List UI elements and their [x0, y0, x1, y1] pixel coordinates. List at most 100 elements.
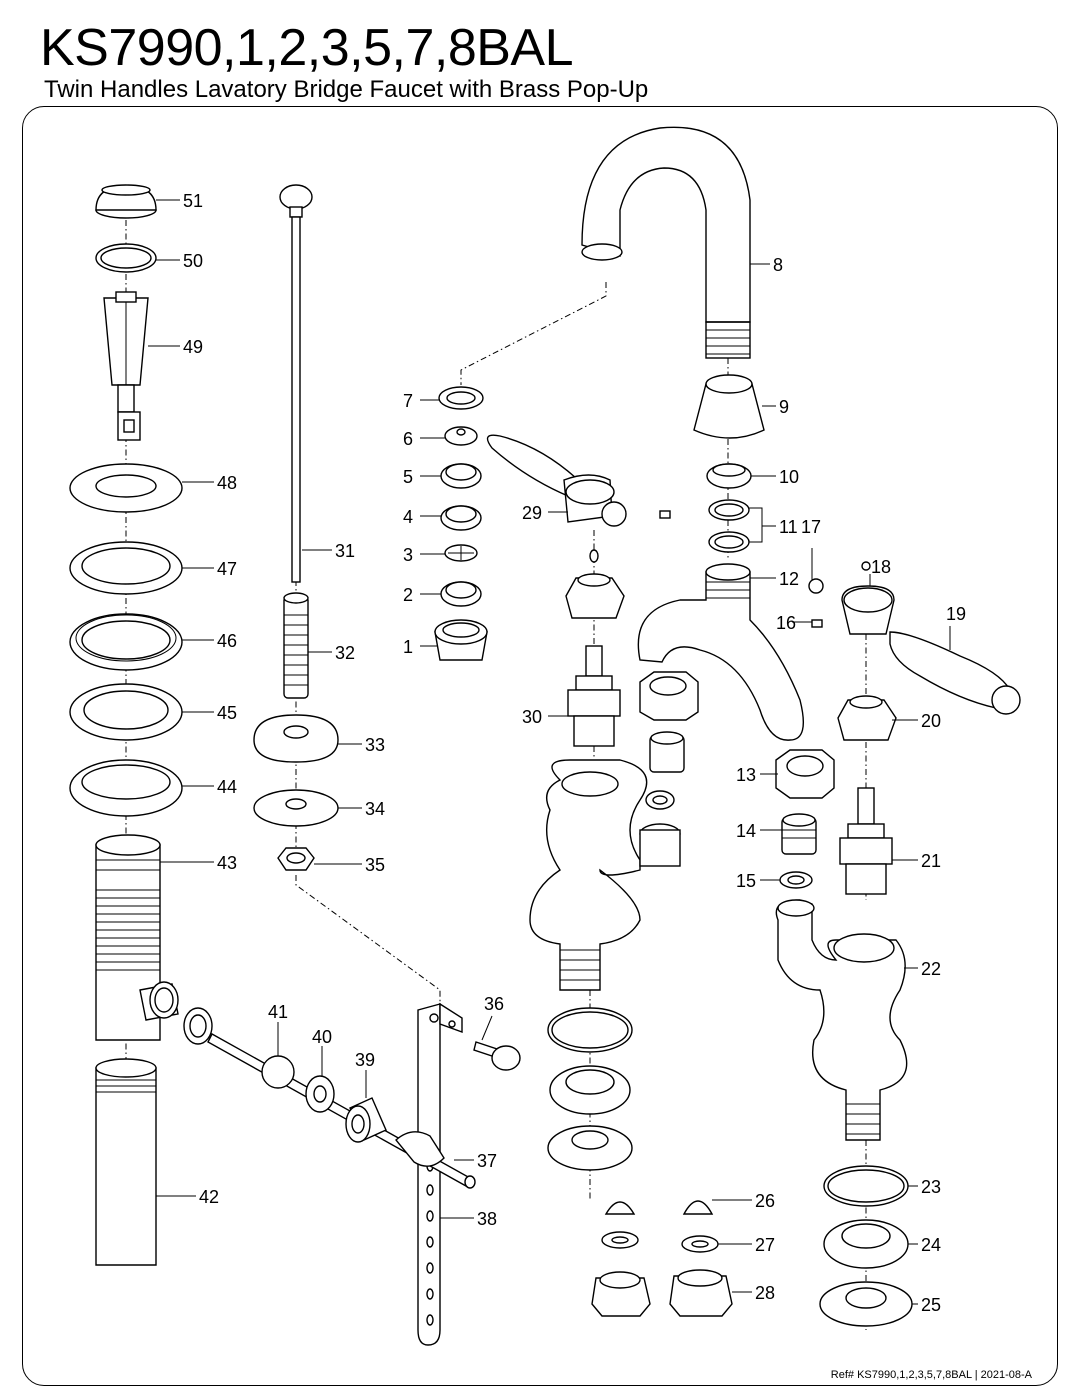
callout-17: 17 — [801, 517, 821, 537]
callout-31: 31 — [335, 541, 355, 561]
part-12-bridge — [637, 563, 804, 741]
callout-34: 34 — [365, 799, 385, 819]
document-subtitle: Twin Handles Lavatory Bridge Faucet with… — [44, 76, 649, 103]
left-locknut — [549, 1065, 631, 1115]
part-13-coupling-nut — [775, 749, 835, 799]
part-28-supply-nut — [669, 1269, 733, 1317]
right-handle-hub — [841, 585, 895, 635]
part-2-insert — [440, 581, 482, 607]
callout-10: 10 — [779, 467, 799, 487]
callout-46: 46 — [217, 631, 237, 651]
callout-42: 42 — [199, 1187, 219, 1207]
callout-9: 9 — [779, 397, 789, 417]
callout-49: 49 — [183, 337, 203, 357]
callout-27: 27 — [755, 1235, 775, 1255]
callout-41: 41 — [268, 1002, 288, 1022]
left-valve-body — [529, 759, 681, 991]
part-10-nut — [706, 463, 752, 489]
left-valve-cap — [565, 573, 625, 619]
drain-assembly — [69, 184, 183, 1266]
part-33-escutcheon — [253, 714, 339, 763]
part-7-washer — [438, 386, 484, 410]
part-39-pivot-nut — [345, 1097, 387, 1143]
diagram-frame — [22, 106, 1058, 1386]
part-5-screen-housing — [440, 463, 482, 489]
part-24-locknut — [823, 1219, 909, 1269]
part-30-left-cartridge — [567, 645, 621, 747]
part-14-adapter — [781, 813, 817, 855]
callout-25: 25 — [921, 1295, 941, 1315]
aerator-centerline — [460, 282, 607, 385]
callout-33: 33 — [365, 735, 385, 755]
part-31-lift-rod — [279, 184, 313, 583]
part-44-gasket — [69, 759, 183, 817]
part-6-flow-disk — [444, 426, 478, 446]
leader-lines — [148, 199, 951, 1305]
callout-14: 14 — [736, 821, 756, 841]
part-40-washer — [305, 1075, 335, 1113]
callout-11: 11 — [779, 517, 798, 537]
callout-47: 47 — [217, 559, 237, 579]
part-49-stopper-body — [103, 291, 149, 441]
callout-48: 48 — [217, 473, 237, 493]
callout-28: 28 — [755, 1283, 775, 1303]
callout-45: 45 — [217, 703, 237, 723]
callout-3: 3 — [403, 545, 413, 565]
part-47-gasket — [69, 541, 183, 595]
callout-16: 16 — [776, 613, 796, 633]
part-16-screw — [811, 619, 823, 628]
callout-8: 8 — [773, 255, 783, 275]
callout-18: 18 — [871, 557, 891, 577]
part-20-right-valve-cap — [837, 695, 897, 741]
callout-19: 19 — [946, 604, 966, 624]
part-43-drain-body — [95, 834, 179, 1041]
callout-38: 38 — [477, 1209, 497, 1229]
part-4-ring — [440, 505, 482, 531]
part-32-threaded-rod — [283, 592, 309, 699]
left-supply-parts — [591, 1201, 651, 1317]
left-handle-screw — [589, 549, 599, 563]
part-22-right-valve-body — [775, 899, 908, 1141]
part-18-index-button — [861, 561, 871, 571]
part-9-collar — [693, 374, 765, 439]
part-27-washer — [681, 1235, 719, 1253]
callout-39: 39 — [355, 1050, 375, 1070]
document-title: KS7990,1,2,3,5,7,8BAL — [40, 19, 574, 77]
part-45-ring — [69, 683, 183, 741]
callout-21: 21 — [921, 851, 941, 871]
part-11-orings — [708, 499, 750, 553]
aerator-stack — [434, 282, 607, 661]
callout-7: 7 — [403, 391, 413, 411]
part-46-ring — [69, 613, 183, 671]
linkage-centerline — [295, 875, 441, 1002]
callout-6: 6 — [403, 429, 413, 449]
part-3-mesh-screen — [444, 544, 478, 562]
callout-23: 23 — [921, 1177, 941, 1197]
part-26-cone-washer — [682, 1200, 714, 1215]
left-coupling-parts — [639, 671, 699, 810]
part-51-stopper-cap — [95, 184, 157, 219]
lift-rod-assembly — [183, 184, 521, 1346]
part-37-spring-clip — [395, 1131, 445, 1167]
part-17-set-screw — [808, 578, 824, 594]
left-oring — [547, 1007, 633, 1053]
part-1-aerator-housing — [434, 619, 488, 661]
part-29-left-handle — [486, 434, 671, 527]
part-23-oring — [823, 1165, 909, 1207]
callout-32: 32 — [335, 643, 355, 663]
callout-numbers: 51 50 49 48 47 46 45 44 43 42 41 40 39 3… — [183, 191, 966, 1315]
callout-4: 4 — [403, 507, 413, 527]
callout-5: 5 — [403, 467, 413, 487]
part-8-spout — [581, 126, 751, 359]
part-35-nut — [277, 847, 315, 871]
callout-36: 36 — [484, 994, 504, 1014]
part-38-clevis-strap — [417, 1002, 463, 1346]
callout-20: 20 — [921, 711, 941, 731]
callout-51: 51 — [183, 191, 203, 211]
part-42-tailpiece — [95, 1058, 157, 1266]
left-washer — [547, 1125, 633, 1171]
callout-12: 12 — [779, 569, 799, 589]
callout-29: 29 — [522, 503, 542, 523]
callout-13: 13 — [736, 765, 756, 785]
